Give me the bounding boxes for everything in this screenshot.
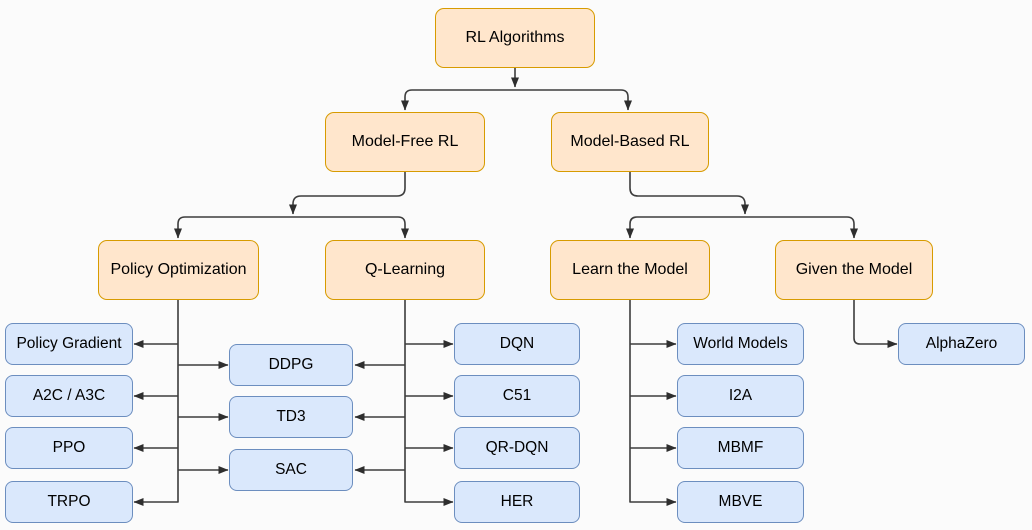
node-learn-the-model: Learn the Model — [550, 240, 710, 300]
node-policy-optimization: Policy Optimization — [98, 240, 259, 300]
edge-model-free-bus — [174, 216, 409, 239]
edge-root-bus — [401, 89, 632, 111]
node-trpo: TRPO — [5, 481, 133, 523]
node-c51: C51 — [454, 375, 580, 417]
node-ddpg: DDPG — [229, 344, 353, 386]
edge-model-free-stem — [289, 172, 406, 215]
node-her: HER — [454, 481, 580, 523]
node-rl-algorithms: RL Algorithms — [435, 8, 595, 68]
node-model-free-rl: Model-Free RL — [325, 112, 485, 172]
node-mbve: MBVE — [677, 481, 804, 523]
node-td3: TD3 — [229, 396, 353, 438]
edge-policy-opt-trunk-trpo — [133, 300, 179, 506]
edge-q-learning-trunk-her — [404, 300, 454, 506]
node-alphazero: AlphaZero — [898, 323, 1025, 365]
node-given-the-model: Given the Model — [775, 240, 933, 300]
node-sac: SAC — [229, 449, 353, 491]
edge-model-based-stem — [629, 172, 749, 215]
node-q-learning: Q-Learning — [325, 240, 485, 300]
edge-given-model-alphazero — [853, 300, 898, 348]
node-ppo: PPO — [5, 427, 133, 469]
node-world-models: World Models — [677, 323, 804, 365]
node-qr-dqn: QR-DQN — [454, 427, 580, 469]
node-i2a: I2A — [677, 375, 804, 417]
node-model-based-rl: Model-Based RL — [551, 112, 709, 172]
edge-learn-model-trunk-mbve — [629, 300, 677, 506]
node-a2c-a3c: A2C / A3C — [5, 375, 133, 417]
node-dqn: DQN — [454, 323, 580, 365]
node-policy-gradient: Policy Gradient — [5, 323, 133, 365]
node-mbmf: MBMF — [677, 427, 804, 469]
edge-model-based-bus — [626, 216, 858, 239]
